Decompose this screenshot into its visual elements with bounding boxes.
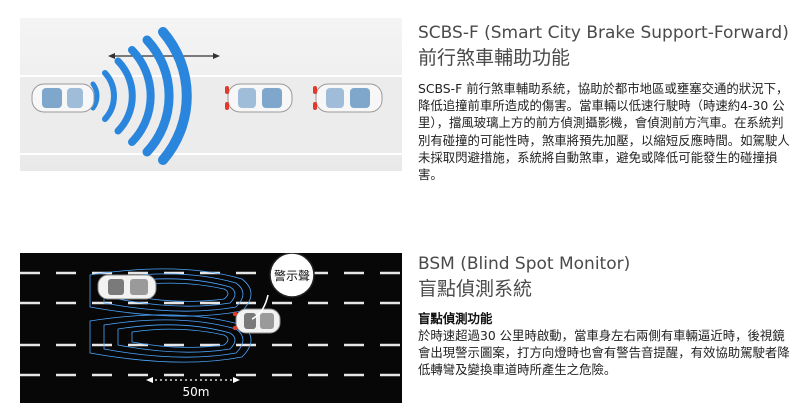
adjacent-car-icon (97, 274, 157, 300)
detection-waves-icon (90, 27, 192, 165)
warning-sound-label: 警示聲 (274, 268, 310, 283)
front-car-icon (225, 83, 293, 113)
bsm-section: BSM (Blind Spot Monitor) 盲點偵測系統 盲點偵測功能 於… (418, 253, 790, 379)
scbs-title-en: SCBS-F (Smart City Brake Support-Forward… (418, 23, 789, 43)
scbs-illustration (20, 18, 402, 171)
lane-markings (20, 271, 402, 377)
scbs-description: SCBS-F 前行煞車輔助系統，協助於都市地區或壅塞交通的狀況下，降低追撞前車所… (418, 81, 790, 183)
distance-marker: 50m (146, 377, 240, 399)
bsm-title-en: BSM (Blind Spot Monitor) (418, 254, 631, 274)
bsm-description: 於時速超過30 公里時啟動，當車身左右兩側有車輛逼近時，後視鏡會出現警示圖案，打… (418, 328, 790, 378)
distance-label: 50m (183, 385, 210, 399)
ego-car-icon (31, 83, 95, 113)
scbs-diagram (20, 27, 402, 165)
lower-detection-zone (89, 314, 252, 363)
bsm-sub-heading: 盲點偵測功能 (418, 311, 493, 326)
lead-car-icon (313, 83, 383, 113)
scbs-title-zh: 前行煞車輔助功能 (418, 47, 571, 69)
bsm-diagram: 警示聲 50m (20, 253, 402, 399)
bsm-illustration: 警示聲 50m (20, 253, 402, 403)
ego-car-icon (232, 308, 281, 334)
scbs-section: SCBS-F (Smart City Brake Support-Forward… (418, 22, 790, 183)
bsm-title-zh: 盲點偵測系統 (418, 278, 533, 300)
warning-sound-bubble: 警示聲 (251, 253, 315, 320)
